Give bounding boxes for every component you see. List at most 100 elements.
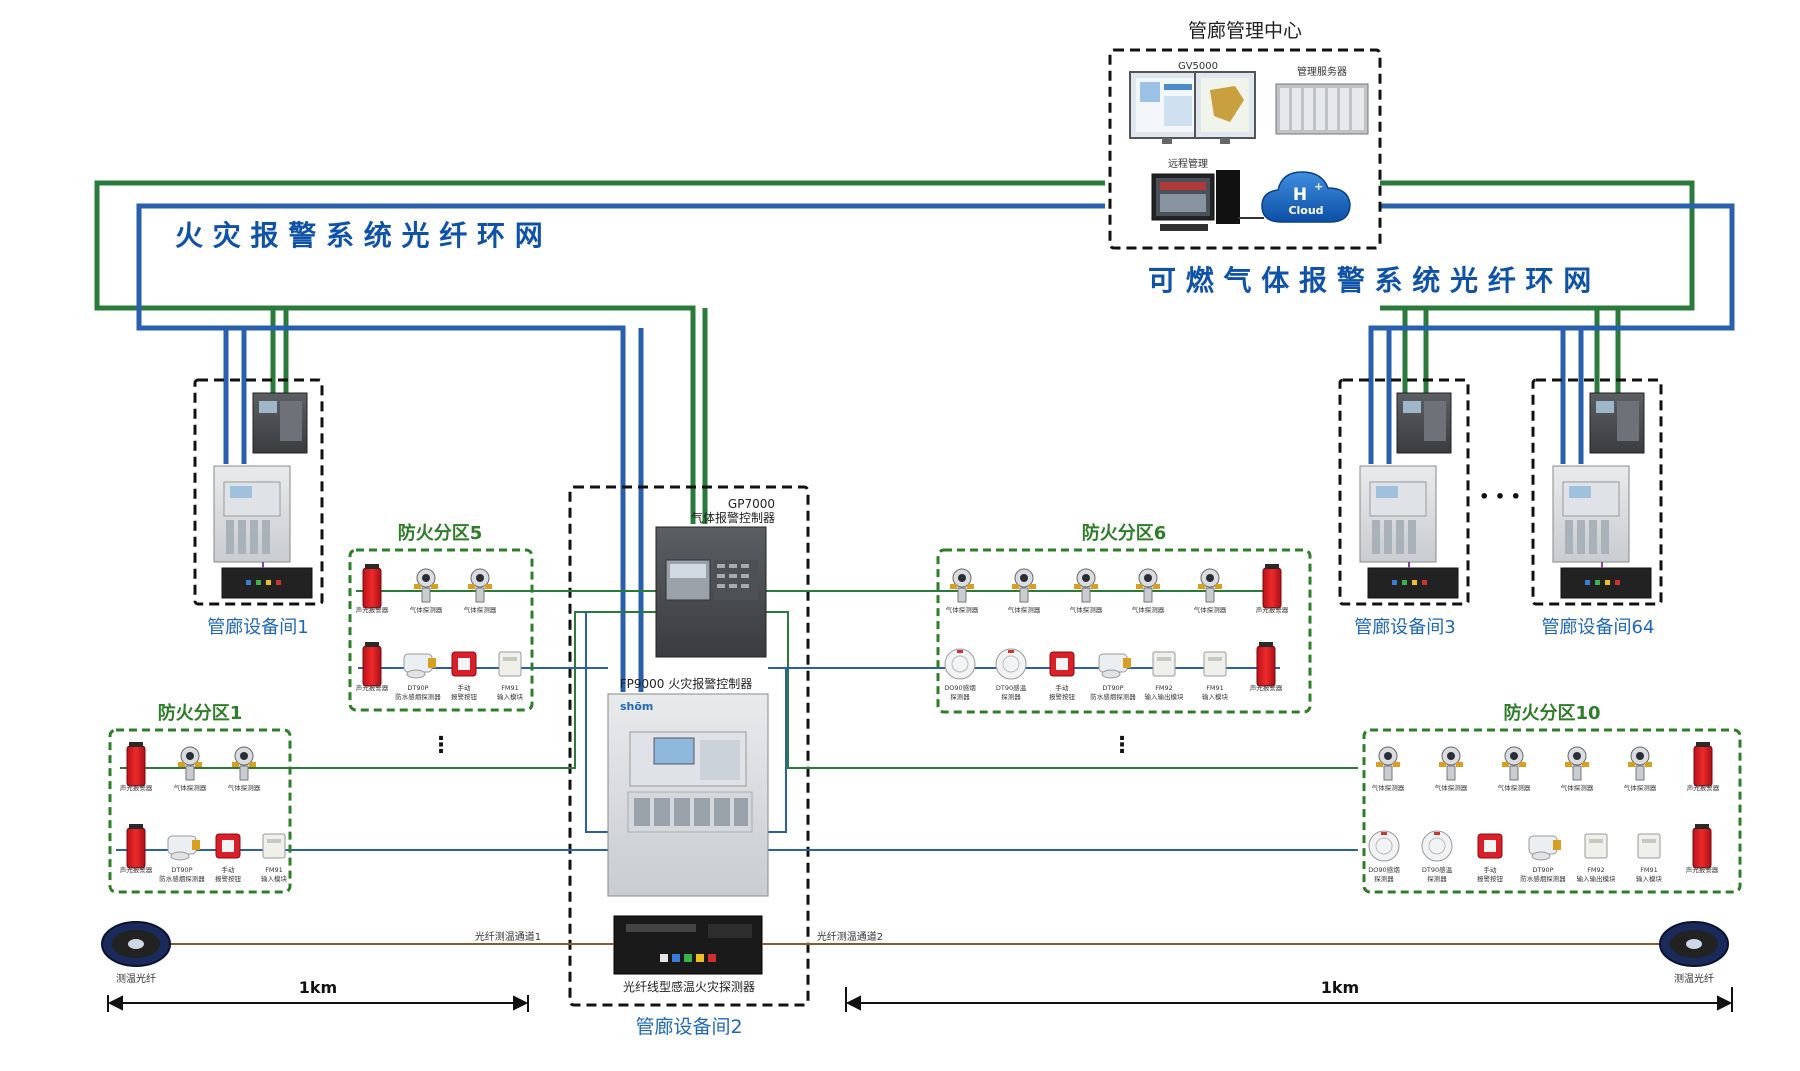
gas-device: 气体探测器: [174, 746, 207, 792]
fm91-device-label: FM91: [1206, 684, 1224, 692]
fm92-device-label: 输入输出模块: [1145, 692, 1185, 701]
fm91-device-label: 输入模块: [497, 692, 524, 701]
btn-device-label: 手动: [222, 865, 236, 874]
dt90p-device-label: 防水感烟探测器: [1520, 874, 1566, 883]
fm91-device-label: FM91: [265, 866, 283, 874]
gv5000-monitors: GV5000: [1129, 61, 1256, 144]
fire-zone-6: 防火分区6: [936, 522, 1312, 714]
do90-device-label: 探测器: [1374, 874, 1394, 883]
alarm-device: 声光报警器: [1687, 742, 1720, 792]
fiber-channels: 光纤测温通道1 光纤测温通道2: [156, 930, 1666, 945]
do90-device-label: DO90感烟: [944, 683, 976, 692]
alarm-device: 声光报警器: [356, 642, 389, 692]
remote-management-pc: 远程管理: [1151, 157, 1264, 231]
gas-device: 气体探测器: [946, 568, 979, 614]
do90-device-label: 探测器: [950, 692, 970, 701]
fm91-device-label: 输入模块: [1202, 692, 1229, 701]
gas-device-label: 气体探测器: [1624, 783, 1657, 792]
alarm-device-label: 声光报警器: [356, 683, 389, 692]
distance-right-label: 1km: [1321, 978, 1359, 997]
gas-device: 气体探测器: [1132, 568, 1165, 614]
alarm-device-label: 声光报警器: [1687, 783, 1720, 792]
equipment-room-3: 管廊设备间3: [1338, 378, 1470, 638]
room-2-label: 管廊设备间2: [635, 1016, 742, 1038]
zone-10-title: 防火分区10: [1503, 702, 1600, 724]
gas-device: 气体探测器: [1435, 746, 1468, 792]
linear-detector-label: 光纤线型感温火灾探测器: [623, 979, 755, 994]
spool-left-label: 测温光纤: [116, 972, 156, 985]
dt90-device-label: 探测器: [1001, 692, 1021, 701]
brand-logo: shōm: [620, 700, 653, 713]
btn-device-label: 报警按钮: [451, 692, 478, 701]
room-1-label: 管廊设备间1: [207, 617, 308, 638]
zone-6-title: 防火分区6: [1082, 522, 1167, 544]
fiber-channel-2: 光纤测温通道2: [817, 930, 883, 943]
gas-device: 气体探测器: [410, 568, 443, 614]
gas-device-label: 气体探测器: [1435, 783, 1468, 792]
fire-zone-5: 防火分区5: [348, 522, 534, 712]
cloud-plus: +: [1314, 180, 1323, 193]
gas-device-label: 气体探测器: [174, 783, 207, 792]
btn-device-label: 手动: [458, 683, 472, 692]
fm91-device-label: FM91: [1640, 866, 1658, 874]
zone-1-title: 防火分区1: [158, 702, 243, 724]
gas-device-label: 气体探测器: [1132, 605, 1165, 614]
gas-device-label: 气体探测器: [1070, 605, 1103, 614]
gas-device-label: 气体探测器: [228, 783, 261, 792]
btn-device-label: 报警按钮: [1049, 692, 1076, 701]
alarm-device: 声光报警器: [120, 742, 153, 792]
gas-device: 气体探测器: [1561, 746, 1594, 792]
distance-right: [845, 987, 1733, 1012]
dt90p-device-label: DT90P: [1102, 684, 1123, 692]
distance-left: [107, 995, 529, 1012]
fp9000-label: FP9000 火灾报警控制器: [620, 676, 753, 691]
gas-ring-label: 可 燃 气 体 报 警 系 统 光 纤 环 网: [1148, 264, 1591, 297]
gp7000-model: GP7000: [728, 497, 775, 511]
gas-device: 气体探测器: [464, 568, 497, 614]
dt90-device-label: 探测器: [1427, 874, 1447, 883]
btn-device-label: 报警按钮: [215, 874, 242, 883]
gas-device: 气体探测器: [1070, 568, 1103, 614]
alarm-device: 声光报警器: [1250, 642, 1283, 692]
gas-device-label: 气体探测器: [1008, 605, 1041, 614]
btn-device-label: 手动: [1056, 683, 1070, 692]
gas-device-label: 气体探测器: [464, 605, 497, 614]
gv5000-label: GV5000: [1178, 61, 1218, 72]
gas-device: 气体探测器: [1008, 568, 1041, 614]
alarm-device-label: 声光报警器: [1250, 683, 1283, 692]
fiber-spool-right: 测温光纤: [1659, 921, 1729, 985]
gas-device: 气体探测器: [1498, 746, 1531, 792]
btn-device-label: 报警按钮: [1477, 874, 1504, 883]
fm92-device-label: FM92: [1587, 866, 1605, 874]
gas-device-label: 气体探测器: [1194, 605, 1227, 614]
gas-ring-network: [94, 180, 1695, 524]
gp7000-gas-controller: GP7000 气体报警控制器: [655, 497, 775, 658]
h-cloud-icon: H + Cloud: [1261, 171, 1351, 223]
equipment-room-1: 管廊设备间1: [193, 378, 324, 638]
gas-device: 气体探测器: [1194, 568, 1227, 614]
gas-device: 气体探测器: [228, 746, 261, 792]
gas-device-label: 气体探测器: [1561, 783, 1594, 792]
server-label: 管理服务器: [1297, 65, 1347, 78]
fiber-linear-heat-detector: 光纤线型感温火灾探测器: [613, 915, 763, 994]
gas-device: 气体探测器: [1372, 746, 1405, 792]
alarm-device: 声光报警器: [356, 564, 389, 614]
fm91-device-label: 输入模块: [261, 874, 288, 883]
zone-bus-lines: [116, 590, 1358, 851]
dt90p-device-label: 防水感烟探测器: [395, 692, 441, 701]
alarm-device-label: 声光报警器: [1686, 865, 1719, 874]
dt90p-device-label: DT90P: [1532, 866, 1553, 874]
zone-5-title: 防火分区5: [398, 522, 483, 544]
